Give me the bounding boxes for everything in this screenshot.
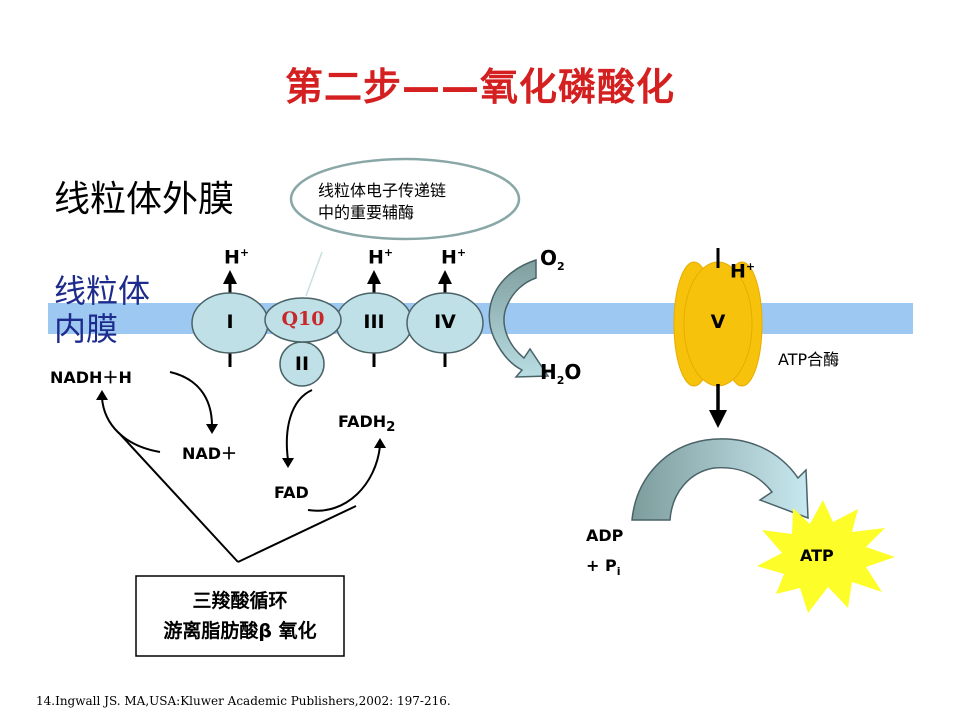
atp-burst [757,500,895,613]
proton-label-5: H+ [730,260,755,282]
q10-label: Q10 [281,308,325,330]
atp-label: ATP [800,546,834,565]
complex-4-label: IV [434,311,456,333]
phosphate-base: + P [586,556,617,575]
proton-label-3: H+ [368,246,393,268]
nad-to-nadh-arrowhead [96,390,108,400]
source-line-right [237,505,357,563]
nad-to-nadh-arrow [101,397,161,453]
fadh2-formation-arrowhead [374,438,386,448]
proton-symbol: H [730,260,746,283]
complex-2-label: II [294,353,310,375]
oxygen-symbol: O [540,246,558,270]
proton-symbol: H [368,246,384,269]
proton-charge: + [456,246,467,259]
proton-symbol: H [441,246,457,269]
proton-charge: + [383,246,394,259]
fadh2-base: FADH [338,412,387,431]
proton-label-1: H+ [224,246,249,268]
nadh-to-nad-arrowhead [206,424,218,434]
oxygen-subscript: 2 [557,260,565,273]
reference-citation: 14.Ingwall JS. MA,USA:Kluwer Academic Pu… [36,694,451,708]
fad-reduction-arrowhead [282,458,294,468]
proton-charge: + [745,260,756,273]
complex-4[interactable] [406,292,484,354]
fad-reduction-arrow [285,389,313,461]
fadh2-formation-arrow [307,445,381,512]
nadh-label: NADH＋H [50,368,132,387]
callout-text: 线粒体电子传递链 中的重要辅酶 [318,181,447,222]
proton-label-4: H+ [441,246,466,268]
water-subscript: 2 [556,374,565,387]
callout-pointer [305,251,323,297]
oxygen-reduction-arrow [488,258,550,378]
proton-charge: + [239,246,250,259]
atp-synthase-label: ATP合酶 [778,350,840,369]
fadh2-label: FADH2 [338,412,395,435]
water-o: O [564,360,582,384]
source-line-left [117,431,239,563]
outer-membrane-label: 线粒体外膜 [54,179,235,220]
page-title: 第二步——氧化磷酸化 [284,65,675,109]
source-box [135,575,345,657]
proton-symbol: H [224,246,240,269]
source-box-text: 三羧酸循环 游离脂肪酸β 氧化 [163,590,317,642]
complex-1-label: I [226,311,234,333]
nadh-to-nad-arrow [169,371,213,427]
inner-membrane-label: 线粒体 内膜 [54,272,151,348]
phosphate-subscript: i [616,565,621,579]
callout-bubble [289,157,521,241]
complex-3-label: III [363,311,385,333]
complex-5-label: V [710,311,726,333]
synthase-arrowhead [709,410,727,428]
water-label: H2O [540,360,581,387]
fad-label: FAD [274,483,309,502]
water-h: H [540,360,557,384]
oxygen-label: O2 [540,246,565,273]
atp-formation-arrow [631,438,809,521]
proton-arrowhead-1 [223,270,237,284]
proton-arrowhead-4 [438,270,452,284]
coenzyme-q10[interactable] [264,297,342,343]
proton-arrowhead-3 [367,270,381,284]
adp-label: ADP [586,526,624,545]
phosphate-label: + Pi [586,556,620,578]
fadh2-subscript: 2 [386,420,396,436]
nad-label: NAD＋ [182,444,238,463]
